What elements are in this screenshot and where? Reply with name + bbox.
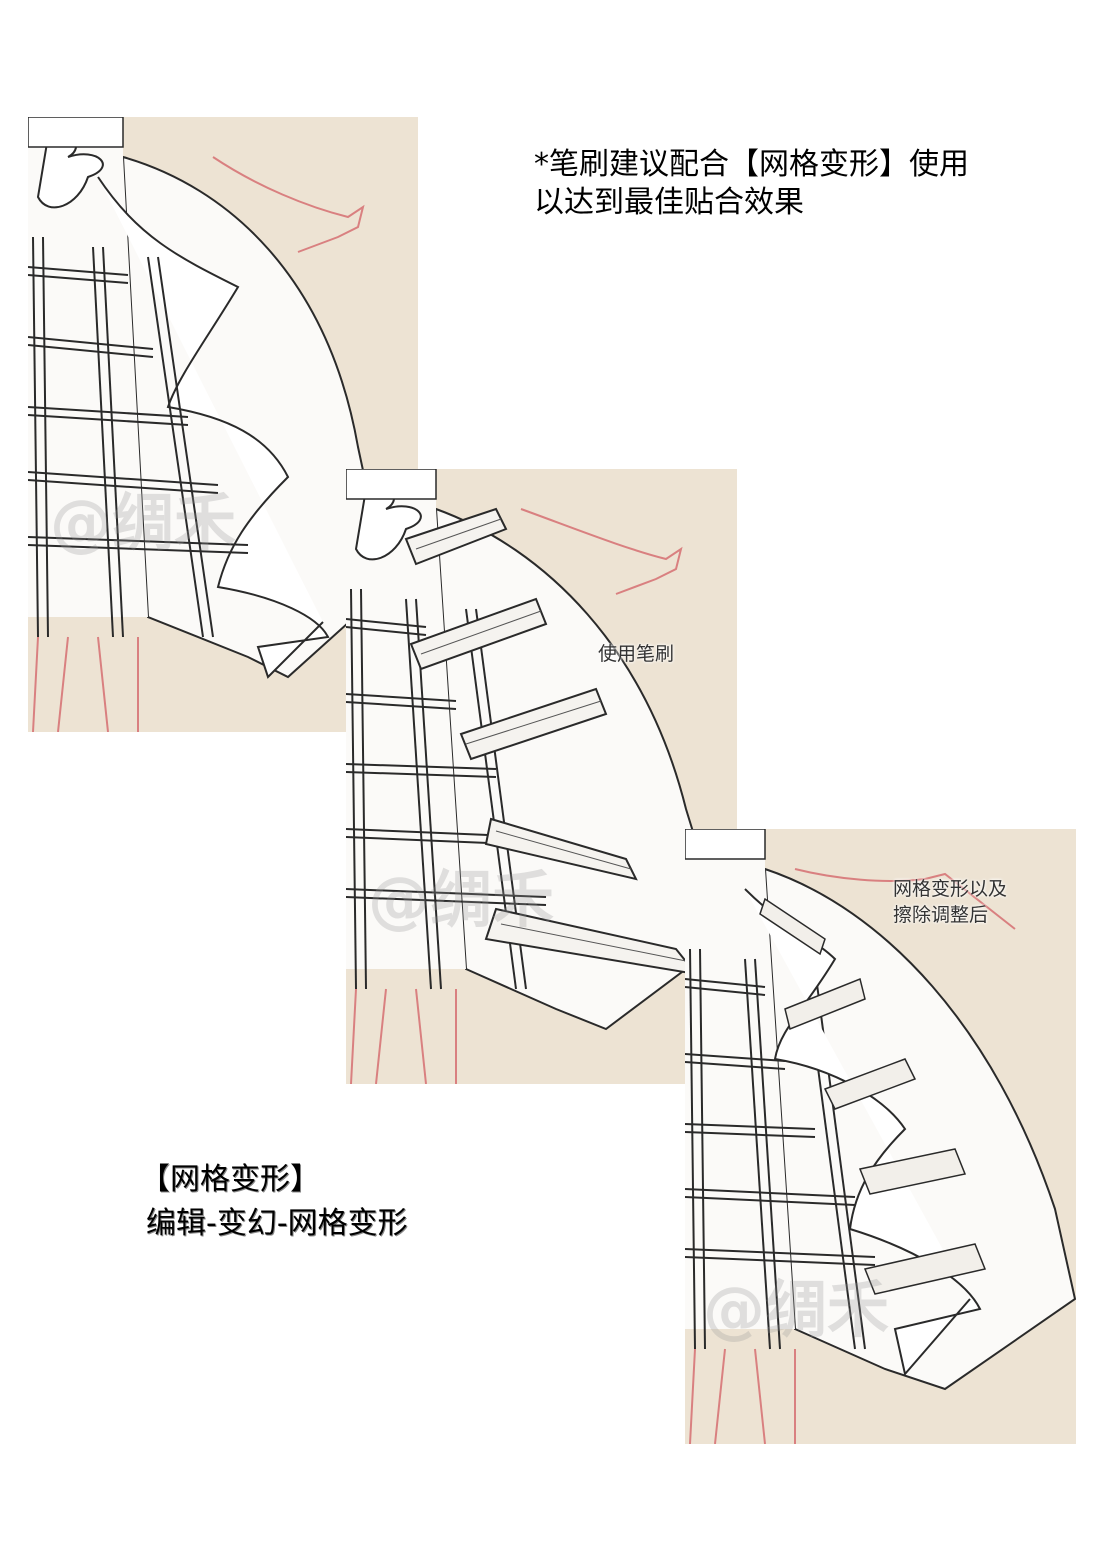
illustration-panel-brush: 使用笔刷 @绸禾 xyxy=(346,469,737,1084)
mesh-warp-note-line-1: 网格变形以及 xyxy=(893,878,1008,900)
skirt-drawing-3 xyxy=(685,829,1076,1444)
illustration-panel-original: @绸禾 xyxy=(28,117,418,732)
watermark: @绸禾 xyxy=(368,863,555,936)
brush-note: 使用笔刷 xyxy=(598,643,675,665)
brush-tip-line-1: *笔刷建议配合【网格变形】使用 xyxy=(534,147,969,182)
brush-tip: *笔刷建议配合【网格变形】使用 以达到最佳贴合效果 xyxy=(534,146,969,222)
skirt-drawing-2 xyxy=(346,469,728,1084)
mesh-warp-note-line-2: 擦除调整后 xyxy=(893,904,989,926)
brush-tip-line-2: 以达到最佳贴合效果 xyxy=(534,185,804,220)
mesh-warp-note: 网格变形以及 擦除调整后 xyxy=(893,876,1007,928)
illustration-panel-mesh-warp: 网格变形以及 擦除调整后 @绸禾 xyxy=(685,829,1076,1444)
watermark: @绸禾 xyxy=(703,1273,890,1346)
tool-title: 【网格变形】 xyxy=(140,1162,320,1197)
tool-menu-path: 编辑-变幻-网格变形 xyxy=(146,1206,408,1241)
watermark: @绸禾 xyxy=(50,486,237,559)
